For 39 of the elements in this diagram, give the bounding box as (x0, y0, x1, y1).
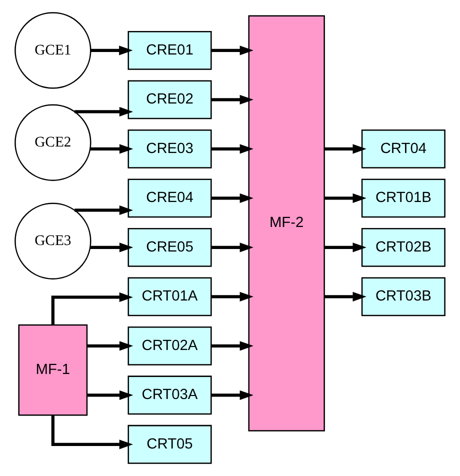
node-box: CRT01A (128, 277, 212, 316)
arrow (74, 205, 134, 216)
arrow (211, 242, 254, 252)
node-box: MF-2 (248, 15, 325, 432)
node-box: CRT05 (128, 424, 212, 464)
node-circle: GCE2 (14, 104, 92, 181)
arrow (51, 292, 133, 325)
arrow (324, 292, 366, 302)
arrow (324, 242, 366, 252)
node-box: CRT01B (361, 178, 446, 218)
arrow (211, 341, 254, 351)
node-box: MF-1 (18, 324, 88, 416)
node-circle: GCE1 (14, 12, 92, 89)
arrow (211, 144, 254, 154)
arrow (211, 292, 254, 302)
arrow (211, 193, 254, 203)
arrow (90, 242, 134, 252)
arrow (324, 193, 366, 203)
node-box: CRT02A (128, 326, 212, 366)
arrow (87, 341, 134, 351)
arrow (90, 144, 134, 154)
node-box: CRT02B (361, 228, 446, 267)
arrow (87, 390, 134, 400)
node-box: CRE02 (128, 80, 212, 120)
node-circle: GCE3 (14, 202, 92, 280)
arrow (90, 46, 133, 56)
node-box: CRE05 (128, 228, 212, 267)
node-box: CRT03B (361, 277, 446, 316)
node-box: CRE03 (128, 129, 212, 168)
arrow (51, 415, 133, 450)
arrow (324, 144, 366, 154)
arrow (211, 390, 254, 400)
node-box: CRT03A (128, 376, 212, 415)
node-box: CRE04 (128, 178, 212, 218)
arrow (211, 94, 254, 104)
node-box: CRE01 (128, 30, 212, 70)
node-box: CRT04 (361, 129, 446, 168)
arrow (211, 46, 254, 56)
arrow (74, 106, 134, 117)
